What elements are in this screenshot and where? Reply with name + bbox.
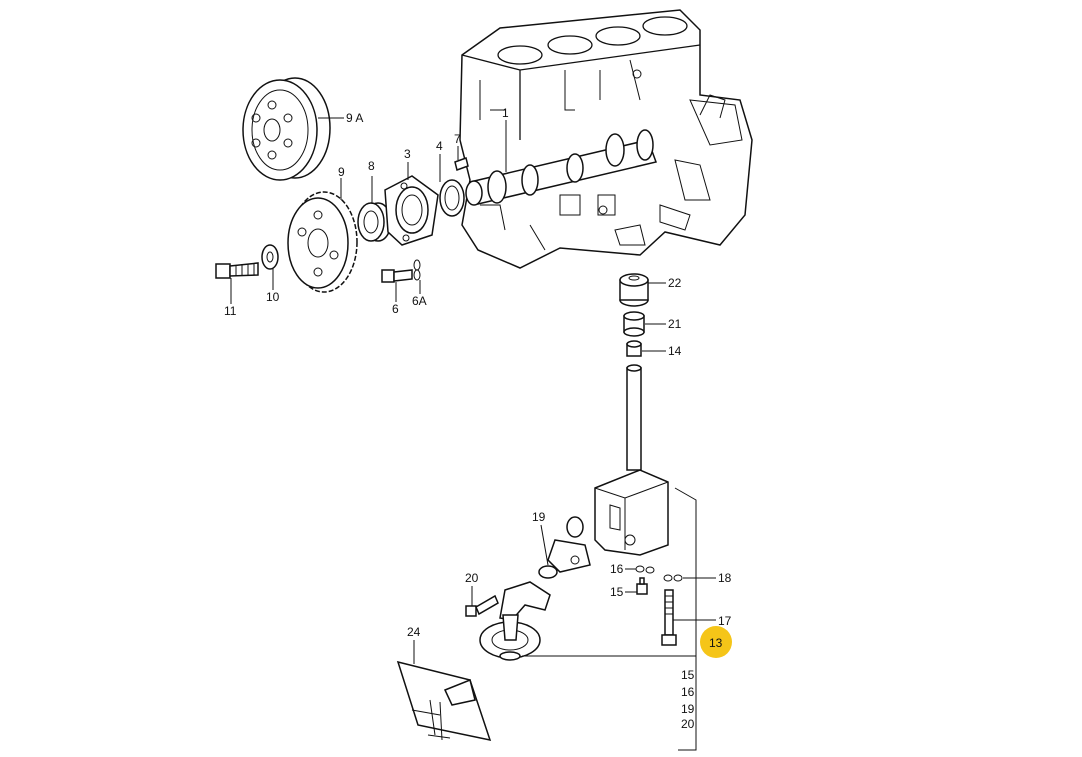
oil-pickup-strainer xyxy=(479,581,551,661)
label-9: 9 xyxy=(338,165,345,179)
label-3: 3 xyxy=(404,147,411,161)
highlight-circle[interactable] xyxy=(700,626,732,658)
label-21: 21 xyxy=(668,317,682,331)
camshaft-flange xyxy=(384,175,439,246)
drive-gear xyxy=(619,273,649,307)
oil-pump xyxy=(547,364,669,573)
crankshaft-pulley xyxy=(242,77,331,181)
part-labels: 9 A 9 8 3 4 7 1 11 10 6 6A 22 21 14 19 2… xyxy=(224,106,732,639)
pickup-bolt xyxy=(465,594,499,617)
label-17: 17 xyxy=(718,614,732,628)
engine-block xyxy=(459,9,753,269)
label-11: 11 xyxy=(224,304,237,318)
toothed-sprocket xyxy=(287,191,358,293)
label-4: 4 xyxy=(436,139,443,153)
flange-gasket xyxy=(439,179,465,217)
flange-bolt xyxy=(381,259,421,283)
label-6a: 6A xyxy=(412,294,427,308)
pump-gasket xyxy=(538,565,558,579)
group-item-15: 15 xyxy=(681,668,695,682)
drive-bushing xyxy=(623,311,645,337)
washer xyxy=(261,244,279,270)
label-18: 18 xyxy=(718,571,732,585)
label-24: 24 xyxy=(407,625,421,639)
label-10: 10 xyxy=(266,290,280,304)
bushing xyxy=(626,340,642,357)
group-item-20: 20 xyxy=(681,717,695,731)
label-20: 20 xyxy=(465,571,479,585)
camshaft xyxy=(465,129,657,206)
label-13[interactable]: 13 xyxy=(709,636,723,650)
group-item-19: 19 xyxy=(681,702,695,716)
label-8: 8 xyxy=(368,159,375,173)
shaft-seal xyxy=(357,202,392,242)
leader-lines xyxy=(230,117,716,751)
label-14: 14 xyxy=(668,344,682,358)
sprocket-bolt xyxy=(215,262,259,279)
label-7: 7 xyxy=(454,132,461,146)
label-22: 22 xyxy=(668,276,682,290)
label-19: 19 xyxy=(532,510,546,524)
label-15: 15 xyxy=(610,585,624,599)
label-16: 16 xyxy=(610,562,624,576)
oil-baffle xyxy=(396,660,492,742)
highlight-marker-13[interactable]: 13 xyxy=(700,626,732,658)
group-item-16: 16 xyxy=(681,685,695,699)
small-bolts xyxy=(635,565,683,646)
group-13-contents: 15 16 19 20 xyxy=(681,668,695,731)
woodruff-key xyxy=(454,157,469,171)
label-1: 1 xyxy=(502,106,509,120)
label-9a: 9 A xyxy=(346,111,363,125)
label-6: 6 xyxy=(392,302,399,316)
